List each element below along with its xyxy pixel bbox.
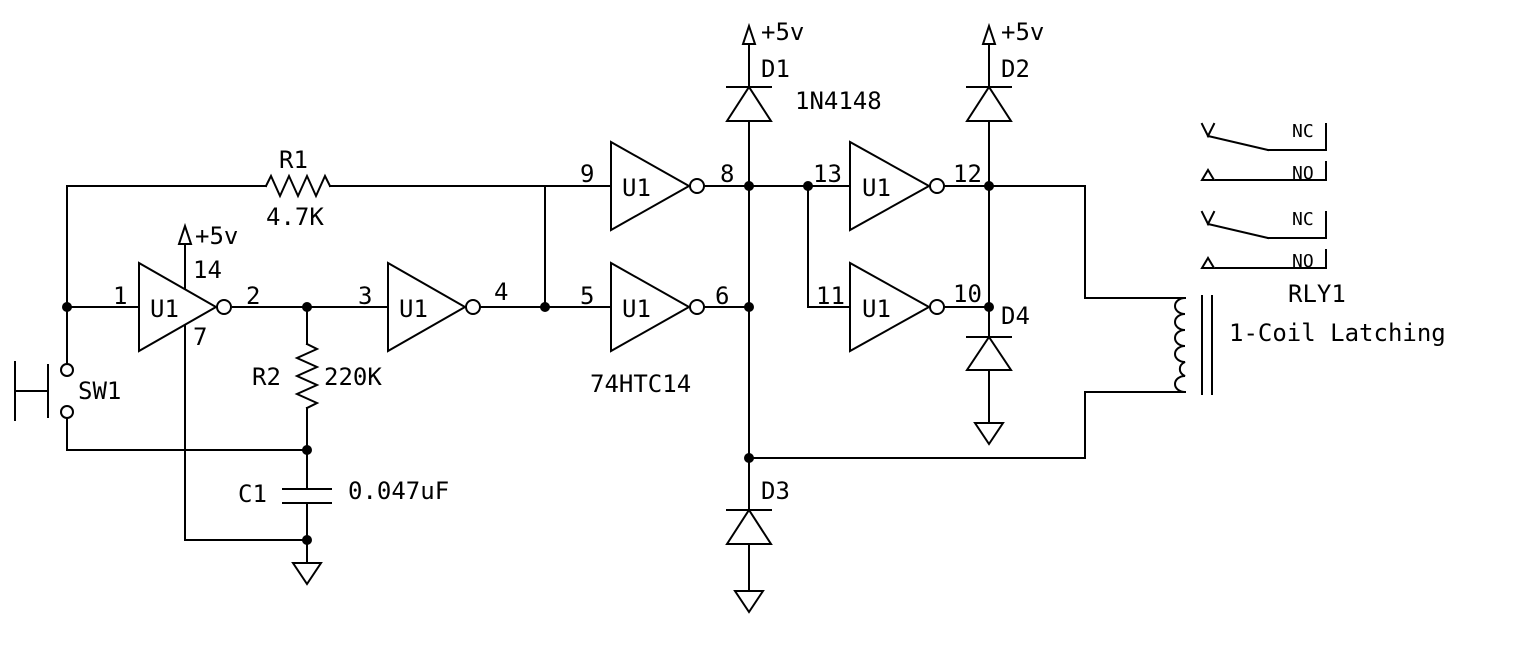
d3-ref: D3 <box>761 477 790 505</box>
gate-label: U1 <box>622 295 651 323</box>
inverter-gate-2: U1 <box>387 261 481 353</box>
supply-arrow-d2 <box>981 22 997 45</box>
d4-ref: D4 <box>1001 302 1030 330</box>
relay-description: 1-Coil Latching <box>1229 319 1446 347</box>
junction-dot <box>984 181 994 191</box>
diode-d3 <box>725 508 773 545</box>
pin-label-10: 10 <box>953 280 982 308</box>
ic-part-number: 74HTC14 <box>590 370 691 398</box>
gate-label: U1 <box>862 174 891 202</box>
inverter-gate-3: U1 <box>610 140 705 232</box>
c1-value: 0.047uF <box>348 477 449 505</box>
diode-d4 <box>965 335 1013 371</box>
junction-dot <box>803 181 813 191</box>
ground-symbol-c1 <box>291 562 323 586</box>
relay-contact-nc-1 <box>1200 122 1327 152</box>
gate-label: U1 <box>862 295 891 323</box>
r1-value: 4.7K <box>266 203 324 231</box>
gate-label: U1 <box>622 174 651 202</box>
junction-dot <box>744 181 754 191</box>
ground-symbol-d4 <box>973 422 1005 446</box>
resistor-r1 <box>264 173 332 199</box>
supply-label-d2: +5v <box>1001 18 1044 46</box>
gate-label: U1 <box>399 295 428 323</box>
diode-d1 <box>725 85 773 122</box>
d2-ref: D2 <box>1001 55 1030 83</box>
junction-dot <box>984 302 994 312</box>
junction-dot <box>302 535 312 545</box>
d1-ref: D1 <box>761 55 790 83</box>
r1-ref: R1 <box>279 146 308 174</box>
c1-ref: C1 <box>238 480 267 508</box>
pin-label-7: 7 <box>193 323 207 351</box>
supply-label-d1: +5v <box>761 18 804 46</box>
supply-label-gate: +5v <box>195 222 238 250</box>
relay-contact-nc-2 <box>1200 210 1327 240</box>
junction-dot <box>62 302 72 312</box>
relay-nc-label-2: NC <box>1292 209 1314 230</box>
pin-label-11: 11 <box>816 282 845 310</box>
relay-contact-no-1 <box>1200 161 1327 181</box>
pin-label-3: 3 <box>358 282 372 310</box>
wire-pin7-ground <box>184 279 308 541</box>
labels: +5v +5v +5v 1 2 3 4 5 6 7 8 9 10 11 12 1… <box>78 18 1446 508</box>
pin-label-13: 13 <box>813 160 842 188</box>
relay-nc-label-1: NC <box>1292 121 1314 142</box>
r2-ref: R2 <box>252 363 281 391</box>
sw1-ref: SW1 <box>78 377 121 405</box>
junction-dot <box>540 302 550 312</box>
junction-dot <box>302 445 312 455</box>
wire-gate5-out <box>944 185 1186 299</box>
r2-value: 220K <box>324 363 382 391</box>
inverter-gate-1: U1 <box>138 261 232 353</box>
pin-label-6: 6 <box>715 282 729 310</box>
junction-dot <box>744 302 754 312</box>
relay-ref: RLY1 <box>1288 280 1346 308</box>
gate-label: U1 <box>150 295 179 323</box>
relay-no-label-2: NO <box>1292 251 1314 272</box>
relay-no-label-1: NO <box>1292 163 1314 184</box>
relay-contact-no-2 <box>1200 249 1327 269</box>
pin-label-12: 12 <box>953 160 982 188</box>
pushbutton-sw1 <box>14 361 74 421</box>
diode-d2 <box>965 85 1013 122</box>
ground-symbol-d3 <box>733 590 765 614</box>
pin-label-5: 5 <box>580 282 594 310</box>
capacitor-c1 <box>282 488 332 504</box>
wire-gate3-out <box>704 185 851 308</box>
relay-coil <box>1174 295 1213 395</box>
junction-dot <box>302 302 312 312</box>
pin-label-9: 9 <box>580 160 594 188</box>
d1-part: 1N4148 <box>795 87 882 115</box>
wire-coil-return <box>748 391 1186 459</box>
pin-label-8: 8 <box>720 160 734 188</box>
supply-arrow-gate <box>177 222 193 245</box>
pin-label-4: 4 <box>494 278 508 306</box>
relay-contacts <box>1200 122 1327 269</box>
pin-label-1: 1 <box>113 282 127 310</box>
inverter-gate-4: U1 <box>610 261 705 353</box>
supply-arrow-d1 <box>741 22 757 45</box>
pin-label-14: 14 <box>193 256 222 284</box>
inverter-gate-5: U1 <box>849 140 945 232</box>
wire-sw-bottom <box>66 417 308 451</box>
junction-dot <box>744 453 754 463</box>
junction-dots <box>62 181 994 545</box>
resistor-r2 <box>294 342 320 410</box>
pin-label-2: 2 <box>246 282 260 310</box>
inverter-gate-6: U1 <box>849 261 945 353</box>
wires <box>66 43 1186 592</box>
